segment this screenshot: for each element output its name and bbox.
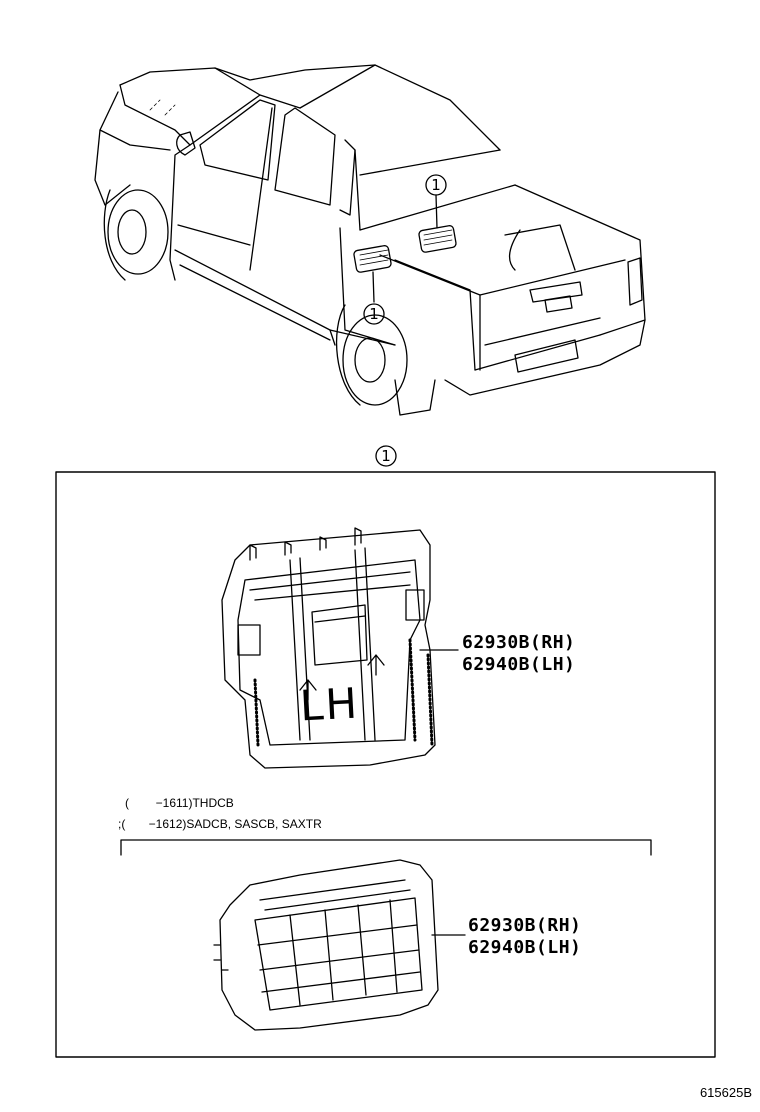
callout-number: 1 <box>381 447 391 465</box>
part-number-lh: 62940B(LH) <box>462 654 576 675</box>
part-number-lh: 62940B(LH) <box>468 937 582 958</box>
variant-note-2: ;( −1612)SADCB, SASCB, SAXTR <box>118 817 322 831</box>
callout-number: 1 <box>369 305 379 323</box>
pickup-truck-illustration <box>94 64 646 416</box>
vent-panel-lh-illustration <box>221 527 459 769</box>
variant-bracket <box>120 839 652 856</box>
callout-number: 1 <box>431 176 441 194</box>
detail-frame <box>55 471 716 1058</box>
panel-lh-label: LH <box>298 678 361 731</box>
callout-circle <box>363 303 385 325</box>
callout-circle <box>425 174 447 196</box>
vent-grille-illustration <box>213 859 466 1031</box>
variant-note-1: ( −1611)THDCB <box>125 796 234 810</box>
figure-id: 615625B <box>699 1085 752 1100</box>
callout-circle <box>375 445 397 467</box>
part-number-rh: 62930B(RH) <box>462 632 576 653</box>
part-number-rh: 62930B(RH) <box>468 915 582 936</box>
